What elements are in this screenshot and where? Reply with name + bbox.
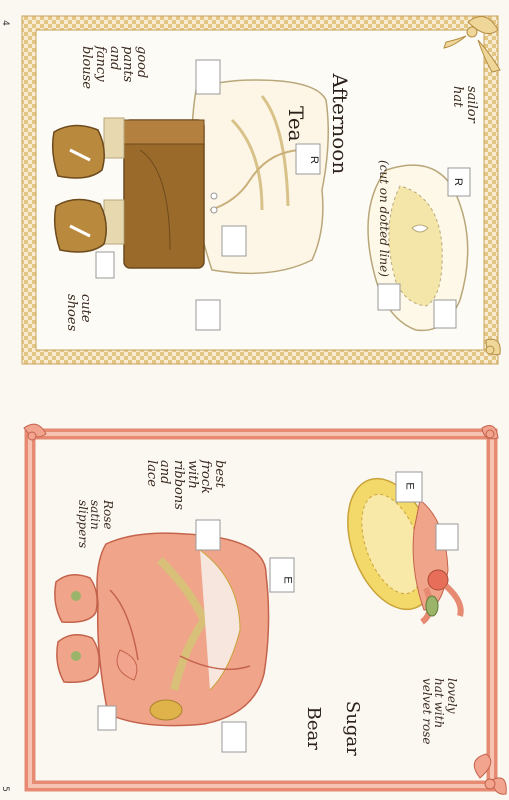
tab-letter-hat: E [403,482,416,490]
ribbon-bow-top-right [481,425,499,440]
cute-shoes-label: cute shoes [64,294,93,332]
sugar-bear-title-line2: Bear [302,706,324,750]
sailor-hat-label: sailor hat [450,86,479,123]
afternoon-tea-title-line2: Tea [284,106,308,142]
ribbon-bow-top-left [23,423,47,441]
tab-letter-blouse: R [307,156,320,164]
afternoon-tea-artwork [21,15,501,365]
afternoon-tea-panel: Afternoon Tea sailor hat (cut on dotted … [0,0,509,372]
good-pants-cutout [103,117,205,269]
lovely-hat-cutout [347,471,464,625]
afternoon-tea-title-line1: Afternoon [328,73,352,175]
sugar-bear-title: Sugar Bear [283,678,382,756]
fancy-blouse-cutout [191,59,329,331]
sailor-hat-cutout [367,164,471,332]
sugar-bear-artwork [23,423,507,795]
cute-shoes-cutout [51,124,115,279]
good-pants-and-blouse-label: good pants and fancy blouse [79,46,149,90]
lovely-hat-label: lovely hat with velvet rose [419,678,459,745]
ribbon-bow-bottom-right [485,338,501,356]
tab-letter-hat: R [451,178,464,186]
tab-letter-dress: E [281,576,294,584]
best-frock-label: best frock with ribbons and lace [143,460,227,510]
best-frock-cutout [96,519,295,753]
rose-satin-slippers-cutout [54,574,117,731]
sugar-bear-panel: Sugar Bear lovely hat with velvet rose b… [0,420,509,800]
rose-satin-slippers-label: Rose satin slippers [75,500,115,549]
pink-ribbon-border [24,428,498,792]
sugar-bear-title-line1: Sugar [342,700,364,756]
ribbon-bow-top-right [443,16,501,73]
ribbon-bow-bottom-right [473,753,507,795]
cut-on-dotted-line-label: (cut on dotted line) [377,160,391,277]
